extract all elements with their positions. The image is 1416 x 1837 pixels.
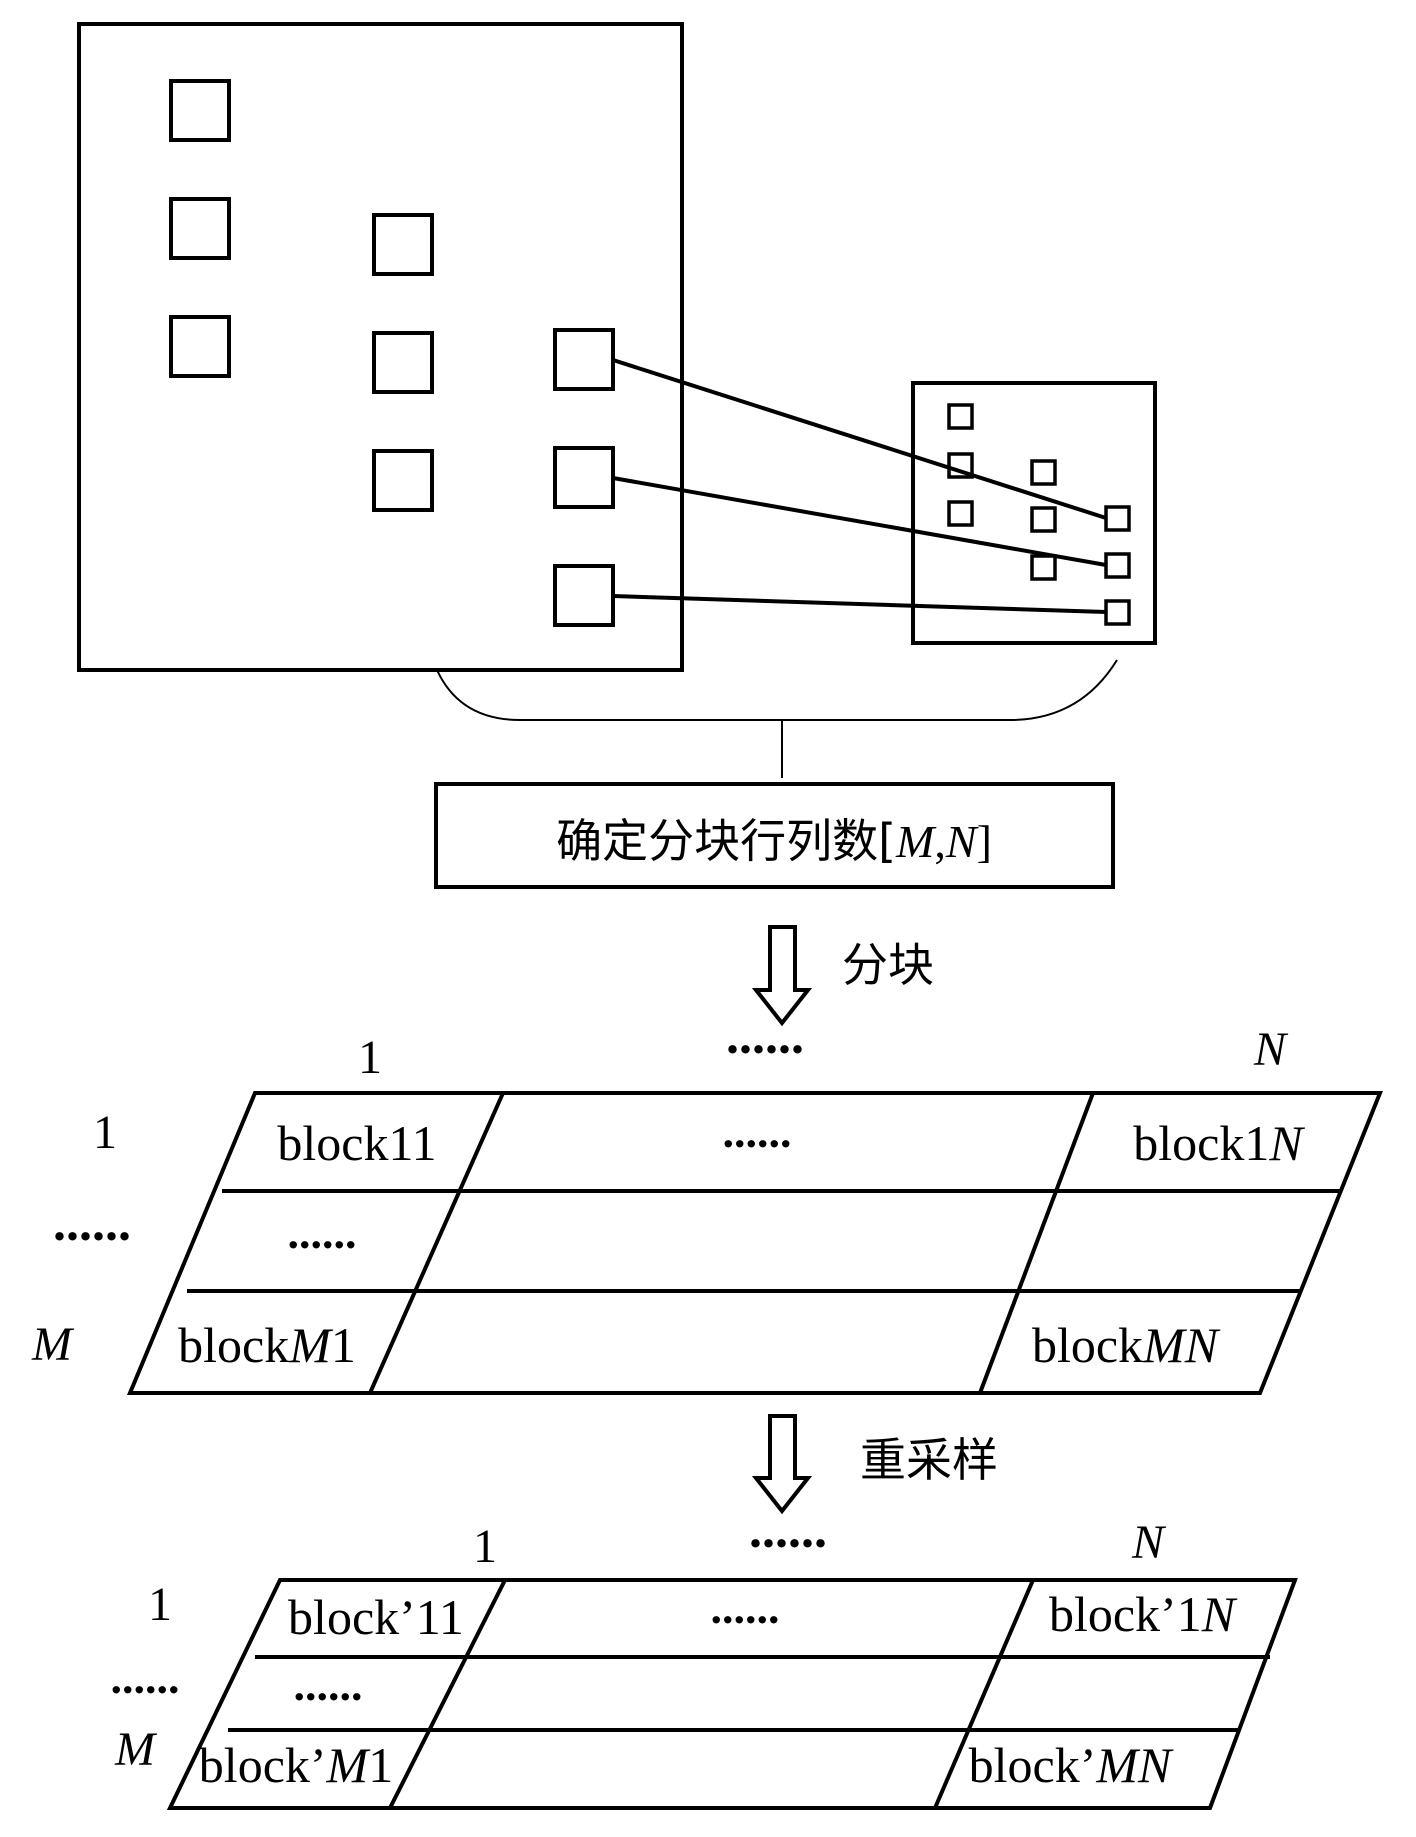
- column-header-ellipsis: ......: [749, 1502, 827, 1559]
- cell-block-prime-M1: block’M1: [199, 1737, 393, 1793]
- cell-blockMN: blockMN: [1032, 1317, 1221, 1373]
- feature-square: [169, 79, 231, 142]
- row-header-first: 1: [148, 1578, 172, 1631]
- block-count-box: [434, 782, 1115, 889]
- small-square: [1030, 554, 1057, 581]
- match-line: [612, 358, 1107, 520]
- cell-block-prime-MN: block’MN: [969, 1737, 1174, 1793]
- small-image-frame: [911, 381, 1157, 645]
- row-header-first: 1: [93, 1106, 117, 1159]
- block-grid: 1 ...... N 1 ...... M block11 ...... blo…: [31, 1008, 1383, 1395]
- column-header-last: N: [1253, 1023, 1289, 1076]
- cell-blockM1: blockM1: [178, 1317, 356, 1373]
- cell-mid-first-ellipsis: ......: [294, 1659, 363, 1710]
- match-line: [612, 594, 1107, 614]
- small-square: [1104, 552, 1131, 579]
- down-arrow: [751, 1414, 813, 1515]
- feature-square: [553, 328, 615, 391]
- cell-top-mid-ellipsis: ......: [723, 1106, 792, 1157]
- feature-square: [169, 197, 231, 260]
- block-count-label: 确定分块行列数[M,N]: [556, 814, 992, 868]
- down-arrow: [751, 925, 813, 1027]
- small-square: [1104, 599, 1131, 626]
- cell-mid-first-ellipsis: ......: [288, 1207, 357, 1258]
- small-square: [1030, 459, 1057, 486]
- grid-col-line: [978, 1092, 1095, 1394]
- cell-top-mid-ellipsis: ......: [711, 1582, 780, 1633]
- blocking-label: 分块: [842, 938, 934, 992]
- small-square: [947, 500, 974, 527]
- feature-square: [372, 331, 434, 394]
- column-header-first: 1: [473, 1520, 497, 1573]
- small-square: [947, 452, 974, 479]
- small-square: [1030, 506, 1057, 533]
- brace: [436, 659, 1118, 721]
- column-header-first: 1: [358, 1031, 382, 1084]
- cell-block1N: block1N: [1133, 1115, 1305, 1171]
- grid-col-line: [388, 1579, 507, 1809]
- resampled-block-grid: 1 ...... N 1 ...... M block’11 ...... bl…: [111, 1502, 1298, 1810]
- large-image-frame: [77, 22, 684, 672]
- resampling-label: 重采样: [860, 1433, 998, 1487]
- small-square: [1104, 505, 1131, 532]
- column-header-last: N: [1131, 1516, 1167, 1569]
- cell-block11: block11: [277, 1115, 436, 1171]
- row-header-ellipsis: ......: [53, 1195, 131, 1252]
- feature-square: [372, 449, 434, 512]
- grid-outline: [127, 1091, 1383, 1395]
- feature-square: [553, 564, 615, 627]
- feature-square: [169, 315, 231, 378]
- row-header-last: M: [31, 1318, 75, 1371]
- feature-square: [372, 213, 434, 276]
- match-line: [612, 476, 1107, 567]
- grid-col-line: [368, 1092, 505, 1394]
- feature-square: [553, 446, 615, 509]
- column-header-ellipsis: ......: [726, 1008, 804, 1065]
- cell-block-prime-11: block’11: [288, 1589, 464, 1645]
- grid-outline: [166, 1578, 1298, 1810]
- row-header-last: M: [114, 1723, 158, 1776]
- grid-col-line: [933, 1579, 1035, 1809]
- row-header-ellipsis: ......: [111, 1652, 180, 1703]
- small-square: [947, 403, 974, 430]
- cell-block-prime-1N: block’1N: [1049, 1586, 1238, 1642]
